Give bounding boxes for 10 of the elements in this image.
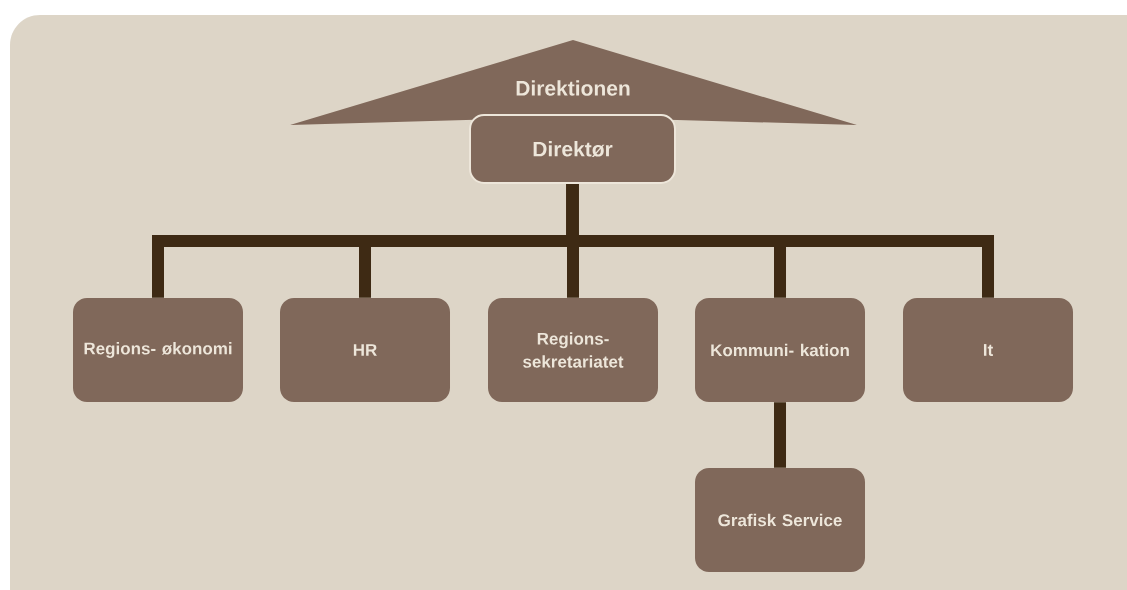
org-box: It bbox=[903, 298, 1073, 402]
org-box: Kommuni- kation bbox=[695, 298, 865, 402]
org-box: Regions- økonomi bbox=[73, 298, 243, 402]
org-box: HR bbox=[280, 298, 450, 402]
org-box: Grafisk Service bbox=[695, 468, 865, 572]
connector-line bbox=[566, 184, 994, 298]
connector-line bbox=[774, 402, 786, 468]
org-box: Regions- sekretariatet bbox=[488, 298, 658, 402]
org-box: Direktør bbox=[469, 114, 676, 184]
triangle-banner: Direktionen bbox=[290, 40, 857, 125]
